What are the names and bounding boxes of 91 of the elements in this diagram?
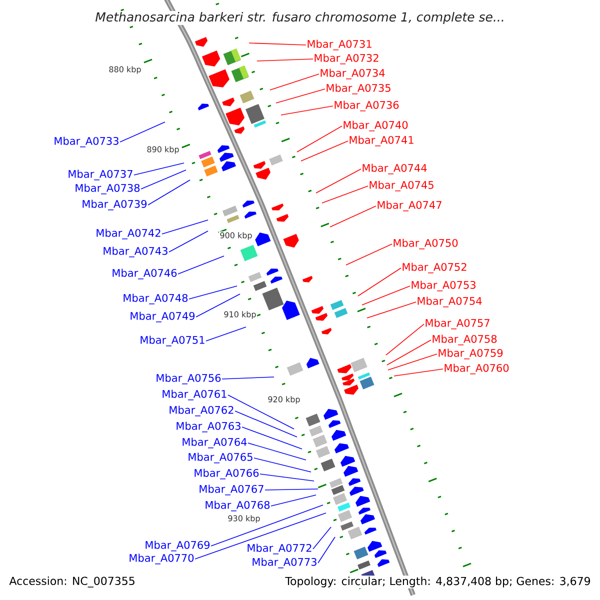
gene-label: Mbar_A0760 [444, 364, 509, 374]
leader-line [276, 88, 326, 104]
gene-label: Mbar_A0763 [176, 422, 240, 432]
leader-line [362, 286, 410, 306]
leader-line [346, 244, 392, 266]
gene-label: Mbar_A0734 [320, 68, 385, 80]
leader-line [228, 394, 294, 430]
leader-line [358, 268, 402, 296]
leader-line [248, 442, 306, 460]
gene-label: Mbar_A0744 [362, 164, 427, 174]
leader-line [264, 488, 318, 490]
scale-label: 920 kbp [266, 395, 302, 405]
gene-label: Mbar_A0748 [124, 294, 188, 304]
leader-line [134, 162, 184, 176]
gene-label: Mbar_A0754 [418, 296, 482, 308]
leader-line [280, 106, 334, 116]
gene-label: Mbar_A0767 [200, 484, 264, 496]
leader-line [386, 340, 432, 366]
leader-line [386, 324, 424, 356]
leader-line [254, 458, 312, 472]
leader-line [388, 354, 438, 370]
gene-label: Mbar_A0732 [314, 54, 378, 64]
leader-line [330, 206, 376, 228]
leader-line [260, 474, 314, 482]
gene-label: Mbar_A0756 [156, 374, 221, 384]
genome-info-label: Topology: circular; Length: 4,837,408 bp; Genes: 3,679 [284, 576, 592, 588]
gene-label: Mbar_A0743 [104, 246, 168, 258]
leader-line [168, 230, 208, 252]
leader-line [188, 286, 238, 300]
gene-label: Mbar_A0750 [394, 238, 458, 250]
accession-label: Accession: NC_007355 [8, 576, 136, 588]
gene-label: Mbar_A0766 [194, 468, 259, 480]
gene-label: Mbar_A0769 [146, 540, 210, 552]
leader-line [234, 410, 298, 438]
leader-line [248, 42, 306, 46]
leader-line [178, 256, 224, 274]
gene-label: Mbar_A0758 [432, 334, 497, 346]
gene-label: Mbar_A0761 [162, 390, 226, 400]
gene-label: Mbar_A0764 [182, 438, 247, 448]
gene-label: Mbar_A0746 [112, 268, 177, 280]
gene-label: Mbar_A0751 [140, 336, 204, 346]
gene-label: Mbar_A0770 [130, 554, 194, 564]
leader-line [318, 536, 336, 564]
leader-line [270, 74, 320, 90]
leader-line [316, 168, 362, 194]
leader-line [120, 122, 166, 142]
gene-label: Mbar_A0735 [326, 84, 390, 94]
gene-label: Mbar_A0757 [426, 318, 490, 330]
gene-label: Mbar_A0740 [344, 120, 408, 132]
gene-label: Mbar_A0731 [308, 40, 372, 50]
gene-label: Mbar_A0733 [54, 136, 118, 148]
gene-label: Mbar_A0737 [68, 170, 132, 180]
leader-line [256, 58, 314, 62]
leader-line [148, 180, 190, 206]
gene-label: Mbar_A0749 [130, 312, 195, 322]
leader-line [162, 220, 208, 234]
leader-line [242, 426, 302, 450]
leader-line [312, 526, 332, 550]
leader-line [270, 494, 316, 506]
gene-label: Mbar_A0741 [350, 136, 414, 146]
leader-line [296, 126, 342, 152]
leader-line [300, 140, 348, 162]
leader-line [206, 326, 246, 342]
gene-label: Mbar_A0772 [248, 544, 312, 554]
leader-line [210, 504, 324, 546]
leader-line [394, 368, 444, 376]
gene-label: Mbar_A0765 [188, 452, 252, 464]
leader-line [194, 512, 326, 560]
title: Methanosarcina barkeri str. fusaro chromosome 1, complete se... [94, 10, 506, 26]
gene-label: Mbar_A0752 [402, 262, 466, 274]
gene-label: Mbar_A0773 [252, 558, 316, 568]
leader-line [366, 302, 416, 318]
leader-line [196, 294, 240, 318]
gene-label: Mbar_A0747 [378, 200, 442, 212]
gene-label: Mbar_A0736 [334, 100, 399, 112]
leader-line [322, 186, 368, 204]
gene-label: Mbar_A0745 [370, 180, 434, 192]
scale-label: 900 kbp [218, 231, 254, 241]
gene-label: Mbar_A0738 [76, 184, 140, 194]
scale-label: 880 kbp [108, 65, 142, 75]
leader-line [222, 376, 274, 380]
gene-label: Mbar_A0768 [206, 500, 270, 512]
scale-label: 910 kbp [222, 310, 258, 320]
gene-label: Mbar_A0739 [82, 200, 147, 210]
leader-line [140, 170, 186, 190]
gene-label: Mbar_A0742 [96, 228, 160, 240]
scale-label: 930 kbp [226, 514, 262, 524]
scale-label: 890 kbp [146, 145, 180, 155]
gene-label: Mbar_A0753 [412, 280, 476, 292]
gene-label: Mbar_A0759 [438, 348, 503, 360]
gene-label: Mbar_A0762 [170, 406, 234, 416]
